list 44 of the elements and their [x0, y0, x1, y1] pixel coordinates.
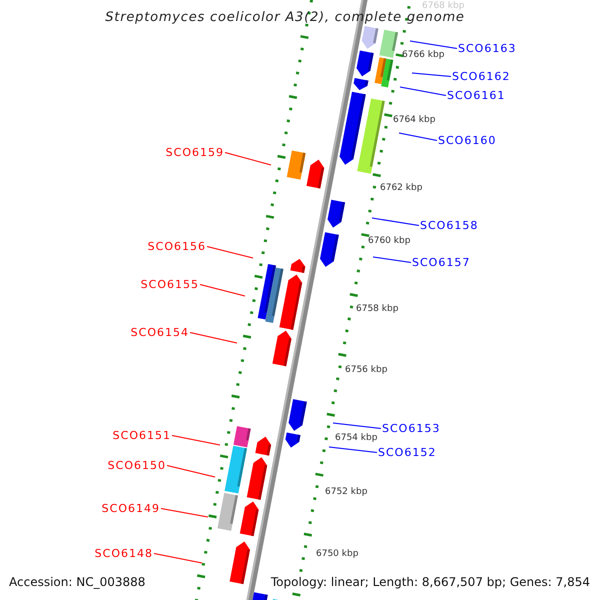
- scale-label: 6764 kbp: [393, 116, 436, 125]
- gene-label: SCO6162: [452, 71, 510, 82]
- leader-line: [412, 72, 452, 77]
- leader-line: [154, 553, 202, 564]
- leader-line: [398, 132, 438, 141]
- leader-line: [400, 86, 446, 96]
- scale-label: 6766 kbp: [402, 51, 444, 60]
- scale-label: 6754 kbp: [335, 434, 378, 443]
- gene-label: SCO6156: [148, 241, 206, 252]
- scale-label: 6762 kbp: [380, 184, 422, 193]
- gene-label: SCO6150: [108, 460, 166, 471]
- leader-line: [190, 332, 238, 344]
- gene-label: SCO6149: [102, 503, 160, 514]
- gene-label: SCO6148: [94, 548, 153, 559]
- gene-label: SCO6160: [438, 135, 496, 146]
- leader-line: [160, 508, 208, 518]
- gene-label: SCO6155: [140, 279, 199, 290]
- scale-label: 6760 kbp: [368, 237, 410, 246]
- gene-label: SCO6151: [112, 430, 171, 441]
- leader-line: [224, 152, 272, 166]
- leader-line: [166, 465, 216, 478]
- scale-label: 6750 kbp: [316, 550, 358, 559]
- leader-line: [200, 284, 246, 296]
- gene-label: SCO6154: [130, 327, 189, 338]
- genome-summary-text: Topology: linear; Length: 8,667,507 bp; Genes: 7,854: [270, 575, 590, 589]
- leader-line: [410, 40, 458, 49]
- leader-line: [372, 256, 412, 263]
- gene-label: SCO6159: [166, 147, 224, 158]
- gene-label: SCO6161: [447, 90, 506, 101]
- chart-title: Streptomyces coelicolor A3(2), complete genome: [104, 11, 466, 24]
- scale-label: 6758 kbp: [356, 305, 398, 314]
- scale-label: 6756 kbp: [345, 366, 388, 375]
- leader-line: [206, 246, 254, 258]
- leader-line: [328, 446, 378, 453]
- gene-label: SCO6158: [420, 220, 478, 231]
- gene-label: SCO6152: [378, 447, 436, 458]
- leader-line: [372, 218, 420, 226]
- gene-label: SCO6163: [458, 43, 516, 54]
- gene-label: SCO6153: [382, 423, 440, 434]
- leader-line: [332, 422, 382, 429]
- gene-label: SCO6157: [412, 257, 470, 268]
- scale-label: 6752 kbp: [325, 488, 368, 497]
- accession-text: Accession: NC_003888: [9, 575, 146, 589]
- leader-line: [172, 435, 220, 446]
